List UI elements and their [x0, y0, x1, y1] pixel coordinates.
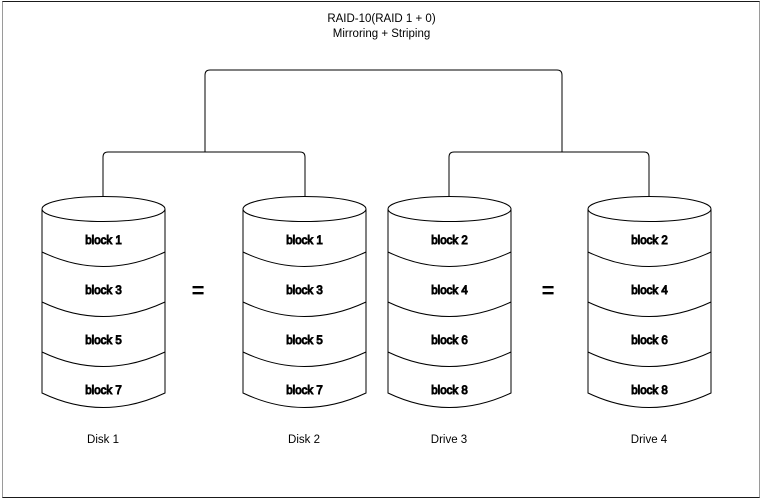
- drive3-divider-2: [387, 301, 512, 317]
- drive3-top-ellipse: [387, 196, 512, 222]
- disk2-block-label-3: block 5: [286, 335, 322, 347]
- drive4-divider-3: [587, 351, 712, 367]
- disk1-body: [41, 209, 166, 408]
- left-mirror-bracket: [102, 151, 306, 197]
- drive3-divider-1: [387, 251, 512, 267]
- disk-cylinders: block 1 block 3 block 5 block 7 block 1 …: [41, 196, 712, 408]
- root-bracket: [204, 69, 563, 152]
- disk2-block-label-4: block 7: [286, 385, 322, 397]
- disk2-divider-3: [242, 351, 367, 367]
- disk1-block-label-4: block 7: [85, 385, 121, 397]
- mirror-equals-sign-right: =: [541, 278, 555, 303]
- disk2-block-label-2: block 3: [286, 285, 322, 297]
- drive3-divider-3: [387, 351, 512, 367]
- disk1-block-label-3: block 5: [85, 335, 121, 347]
- drive4-block-label-2: block 4: [631, 285, 668, 297]
- disk1-divider-1: [41, 251, 166, 267]
- disk-label-4: Drive 4: [630, 434, 668, 446]
- disk1-top-ellipse: [41, 196, 166, 222]
- right-mirror-bracket: [448, 151, 650, 197]
- disk1-divider-2: [41, 301, 166, 317]
- drive3-block-label-3: block 6: [431, 335, 467, 347]
- disk-label-3: Drive 3: [430, 434, 468, 446]
- diagram-title: RAID-10(RAID 1 + 0) Mirroring + Striping: [327, 13, 436, 40]
- mirror-equals-sign-left: =: [191, 278, 205, 303]
- disk-cylinder-3: block 2 block 4 block 6 block 8: [387, 196, 512, 408]
- drive4-top-ellipse: [587, 196, 712, 222]
- drive4-block-label-1: block 2: [631, 235, 667, 247]
- drive3-block-label-4: block 8: [431, 385, 467, 397]
- disk2-block-label-1: block 1: [286, 235, 322, 247]
- drive4-divider-1: [587, 251, 712, 267]
- drive4-body: [587, 209, 712, 408]
- disk2-body: [242, 209, 367, 408]
- drive4-block-label-3: block 6: [631, 335, 667, 347]
- disk-cylinder-2: block 1 block 3 block 5 block 7: [242, 196, 367, 408]
- disk2-divider-1: [242, 251, 367, 267]
- disk1-divider-3: [41, 351, 166, 367]
- disk-cylinder-1: block 1 block 3 block 5 block 7: [41, 196, 166, 408]
- drive3-block-label-2: block 4: [431, 285, 468, 297]
- disk2-top-ellipse: [242, 196, 367, 222]
- drive4-divider-2: [587, 301, 712, 317]
- disk-label-1: Disk 1: [87, 434, 119, 446]
- drive3-body: [387, 209, 512, 408]
- disk-cylinder-4: block 2 block 4 block 6 block 8: [587, 196, 712, 408]
- disk1-block-label-1: block 1: [85, 235, 121, 247]
- disk1-block-label-2: block 3: [85, 285, 121, 297]
- tree-connector-lines: [102, 69, 650, 197]
- disk-label-2: Disk 2: [288, 434, 320, 446]
- drive4-block-label-4: block 8: [631, 385, 667, 397]
- disk2-divider-2: [242, 301, 367, 317]
- drive3-block-label-1: block 2: [431, 235, 467, 247]
